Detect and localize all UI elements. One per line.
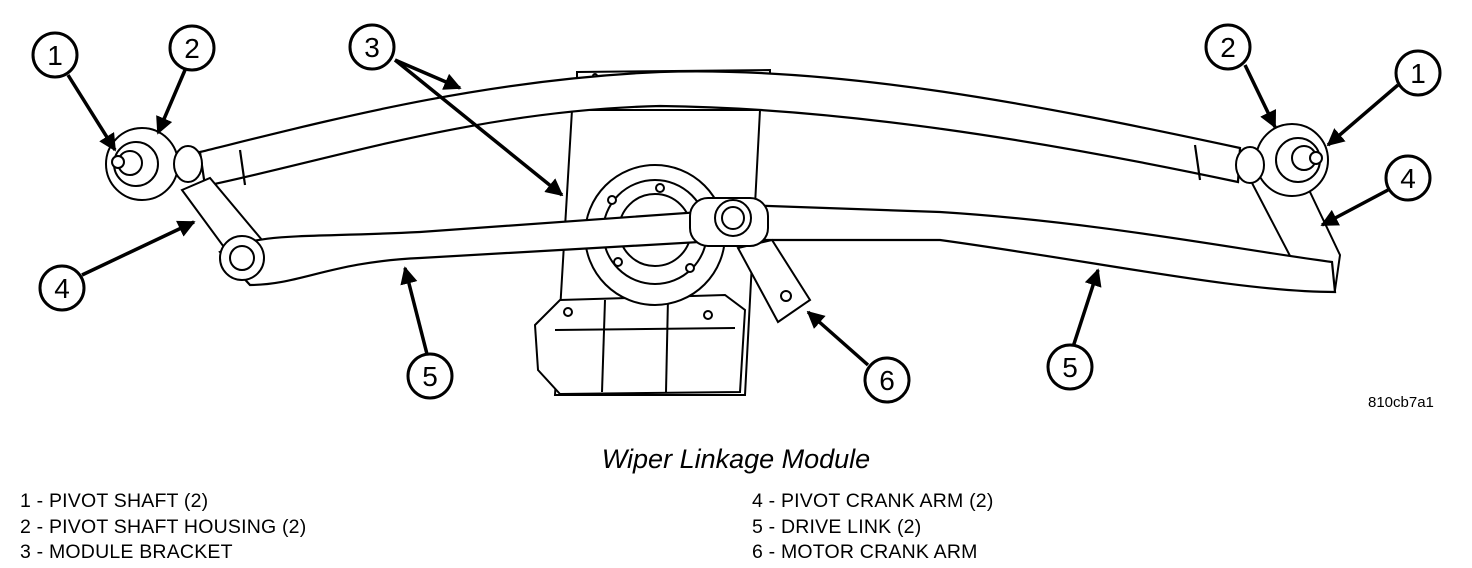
callout-2-left: 2 [168, 24, 216, 72]
callout-1-right: 1 [1394, 49, 1442, 97]
wiper-linkage-illustration: 1 2 3 4 5 6 2 1 4 5 [31, 23, 1442, 404]
figure-title: Wiper Linkage Module [601, 444, 871, 474]
callout-5-left: 5 [406, 352, 454, 400]
figure-code: 810cb7a1 [1368, 394, 1434, 411]
callout-3: 3 [348, 23, 396, 71]
callout-label: 1 [47, 40, 63, 71]
callout-label: 2 [1220, 32, 1236, 63]
callout-1-left: 1 [31, 31, 79, 79]
callout-4-left: 4 [38, 264, 86, 312]
legend-item: 2 - PIVOT SHAFT HOUSING (2) [20, 515, 307, 538]
legend-item: 4 - PIVOT CRANK ARM (2) [752, 490, 994, 512]
callout-label: 1 [1410, 58, 1426, 89]
callout-label: 4 [1400, 163, 1416, 194]
callout-leaders [66, 58, 1400, 367]
legend-right-column: 4 - PIVOT CRANK ARM (2) 5 - DRIVE LINK (… [752, 489, 994, 566]
motor-crank-drawing [689, 197, 812, 324]
legend-item: 5 - DRIVE LINK (2) [752, 515, 922, 538]
legend-item: 6 - MOTOR CRANK ARM [752, 541, 978, 563]
callout-label: 5 [1062, 352, 1078, 383]
callout-6: 6 [863, 356, 911, 404]
callout-label: 2 [184, 33, 200, 64]
pivot-assemblies-drawing [105, 123, 1329, 281]
tube-frame-drawing [198, 70, 1242, 188]
legend-item: 1 - PIVOT SHAFT (2) [20, 490, 209, 512]
callout-2-right: 2 [1204, 23, 1252, 71]
callout-label: 6 [879, 365, 895, 396]
legend-left-column: 1 - PIVOT SHAFT (2) 2 - PIVOT SHAFT HOUS… [20, 489, 306, 566]
callout-label: 3 [364, 32, 380, 63]
callout-5-right: 5 [1046, 343, 1094, 391]
legend-item: 3 - MODULE BRACKET [20, 541, 233, 563]
callout-label: 5 [422, 361, 438, 392]
callout-4-right: 4 [1384, 154, 1432, 202]
callout-label: 4 [54, 273, 70, 304]
